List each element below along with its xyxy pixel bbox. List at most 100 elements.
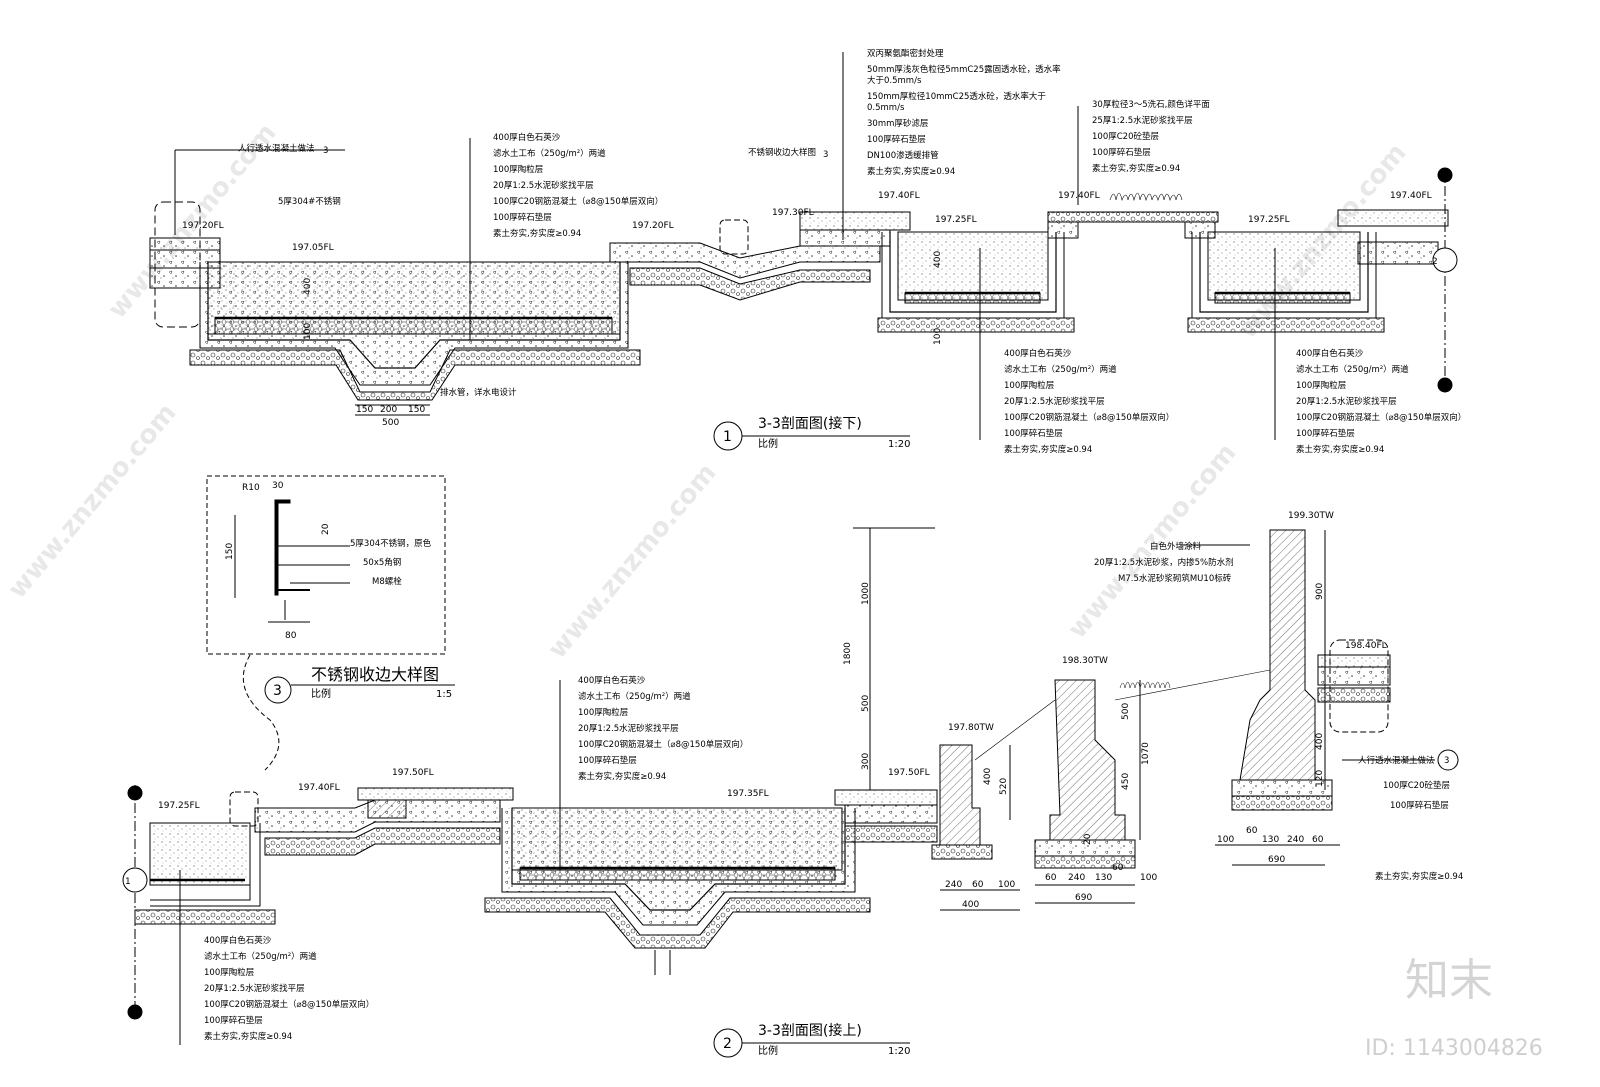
dim-label: 200 [380, 405, 397, 415]
detail-label: 50x5角钢 [363, 557, 401, 568]
layer-label: 30厚粒径3～5洗石,颜色详平面 [1092, 99, 1210, 110]
section-1-title: 3-3剖面图(接下) [758, 415, 862, 432]
elevation-label: 197.80TW [948, 723, 994, 733]
layer-label: 400厚白色石英沙 [1296, 348, 1364, 359]
detail-3-number: 3 [273, 683, 282, 699]
layer-label: 100厚碎石垫层 [578, 755, 637, 766]
layer-label: 100厚陶粒层 [1296, 380, 1346, 391]
dim-label: 400 [962, 900, 979, 910]
dim-label: 240 [1068, 873, 1085, 883]
dim-label: 60 [1246, 826, 1258, 836]
layer-label: 素土夯实,夯实度≥0.94 [1092, 163, 1180, 174]
layer-label: 50mm厚浅灰色粒径5mmC25露固透水砼，透水率 [867, 64, 1061, 75]
elevation-label: 197.05FL [292, 243, 334, 253]
dim-label: 400 [1315, 733, 1325, 750]
elevation-label: 197.40FL [1390, 191, 1432, 201]
dim-label: 1070 [1141, 742, 1151, 765]
steel-detail-note: 不锈钢收边大样图 [748, 147, 816, 158]
drain-note: 排水管，详水电设计 [440, 387, 517, 398]
dim-label: 520 [999, 778, 1009, 795]
section-2-scale-label: 比例 [758, 1044, 778, 1057]
layer-label: 滤水土工布（250g/m²）两道 [578, 691, 691, 702]
elevation-label: 197.25FL [935, 215, 977, 225]
detail-ref: 3 [323, 146, 328, 156]
section-2-scale: 1:20 [888, 1046, 910, 1057]
brand-logo: 知末 [1405, 955, 1493, 1006]
section-2-labels: 2 3-3剖面图(接上) 比例 1:20 197.25FL 197.40FL 1… [125, 511, 1463, 1057]
section-2 [122, 527, 1459, 1058]
layer-label: 素土夯实,夯实度≥0.94 [578, 771, 666, 782]
layer-label: 素土夯实,夯实度≥0.94 [204, 1031, 292, 1042]
dim-label: 130 [1262, 835, 1279, 845]
layer-label: 100厚C20钢筋混凝土（⌀8@150单层双向） [1296, 412, 1466, 423]
dim-label: 100 [303, 323, 313, 340]
dim-label: 150 [225, 543, 235, 560]
section-1-number: 1 [723, 429, 732, 445]
dim-label: 1800 [843, 642, 853, 665]
layer-label: 100厚C20钢筋混凝土（⌀8@150单层双向） [578, 739, 748, 750]
dim-label: 400 [983, 768, 993, 785]
dim-label: 20 [321, 523, 331, 535]
layer-label: 100厚C20砼垫层 [1383, 780, 1450, 791]
layer-label: 100厚碎石垫层 [1092, 147, 1151, 158]
dim-label: 1000 [861, 582, 871, 605]
layer-label: 素土夯实,夯实度≥0.94 [493, 228, 581, 239]
layer-label: 20厚1:2.5水泥砂浆找平层 [578, 723, 679, 734]
elevation-label: 198.30TW [1062, 656, 1108, 666]
layer-label: 400厚白色石英沙 [493, 132, 561, 143]
section-1-scale: 1:20 [888, 439, 910, 450]
layer-label: 20厚1:2.5水泥砂浆找平层 [493, 180, 594, 191]
layer-label: 25厚1:2.5水泥砂浆找平层 [1092, 115, 1193, 126]
dim-label: 150 [408, 405, 425, 415]
layer-label: 100厚碎石垫层 [204, 1015, 263, 1026]
elevation-label: 197.30FL [772, 208, 814, 218]
dim-label: 300 [861, 753, 871, 770]
elevation-label: 197.40FL [1058, 191, 1100, 201]
layer-label: 双丙聚氨酯密封处理 [867, 48, 944, 59]
layer-label: 100厚碎石垫层 [1390, 800, 1449, 811]
layer-label: 滤水土工布（250g/m²）两道 [204, 951, 317, 962]
detail-3-scale: 1:5 [436, 689, 452, 700]
elevation-label: 197.50FL [392, 768, 434, 778]
detail-note: 人行透水混凝土做法 [1358, 755, 1435, 766]
elevation-label: 197.25FL [158, 801, 200, 811]
section-1-scale-label: 比例 [758, 437, 778, 450]
dim-label: 60 [972, 880, 984, 890]
layer-label: 素土夯实,夯实度≥0.94 [1375, 871, 1463, 882]
layer-label: 20厚1:2.5水泥砂浆找平层 [204, 983, 305, 994]
detail-3 [206, 475, 455, 771]
layer-label: 20厚1:2.5水泥砂浆找平层 [1296, 396, 1397, 407]
wall-label: M7.5水泥砂浆砌筑MU10标砖 [1118, 573, 1232, 584]
layer-label: 100厚C20钢筋混凝土（⌀8@150单层双向） [1004, 412, 1174, 423]
layer-label: 滤水土工布（250g/m²）两道 [493, 148, 606, 159]
layer-label: 0.5mm/s [867, 103, 905, 113]
dim-label: 500 [861, 695, 871, 712]
detail-3-title: 不锈钢收边大样图 [311, 665, 439, 684]
layer-label: 100厚陶粒层 [578, 707, 628, 718]
dim-label: 240 [945, 880, 962, 890]
layer-label: 大于0.5mm/s [867, 75, 922, 86]
detail-note: 人行透水混凝土做法 [238, 143, 315, 154]
dim-label: 690 [1075, 893, 1092, 903]
steel-detail-ref: 3 [823, 150, 828, 160]
dim-label: 900 [1315, 583, 1325, 600]
dim-label: 100 [1217, 835, 1234, 845]
section-2-title: 3-3剖面图(接上) [758, 1022, 862, 1039]
dim-label: 80 [285, 631, 297, 641]
layer-label: 400厚白色石英沙 [204, 935, 272, 946]
layer-label: 100厚C20钢筋混凝土（⌀8@150单层双向） [204, 999, 374, 1010]
layer-label: 20厚1:2.5水泥砂浆找平层 [1004, 396, 1105, 407]
section-1-labels: 1 3-3剖面图(接下) 比例 1:20 人行透水混凝土做法 3 5厚304#不… [182, 48, 1466, 455]
detail-ref: 3 [1444, 756, 1449, 766]
wall-label: 20厚1:2.5水泥砂浆，内掺5%防水剂 [1094, 557, 1234, 568]
layer-label: 30mm厚砂滤层 [867, 118, 928, 129]
section-mark: 2 [1432, 257, 1438, 267]
dim-label: 120 [1315, 770, 1325, 787]
layer-label: 100厚碎石垫层 [493, 212, 552, 223]
section-2-number: 2 [723, 1036, 732, 1052]
elevation-label: 197.25FL [1248, 215, 1290, 225]
layer-label: 150mm厚粒径10mmC25透水砼，透水率大于 [867, 91, 1046, 102]
layer-label: DN100渗透缓排管 [867, 150, 939, 161]
layer-label: 100厚C20砼垫层 [1092, 131, 1159, 142]
section-mark: 1 [125, 877, 131, 887]
